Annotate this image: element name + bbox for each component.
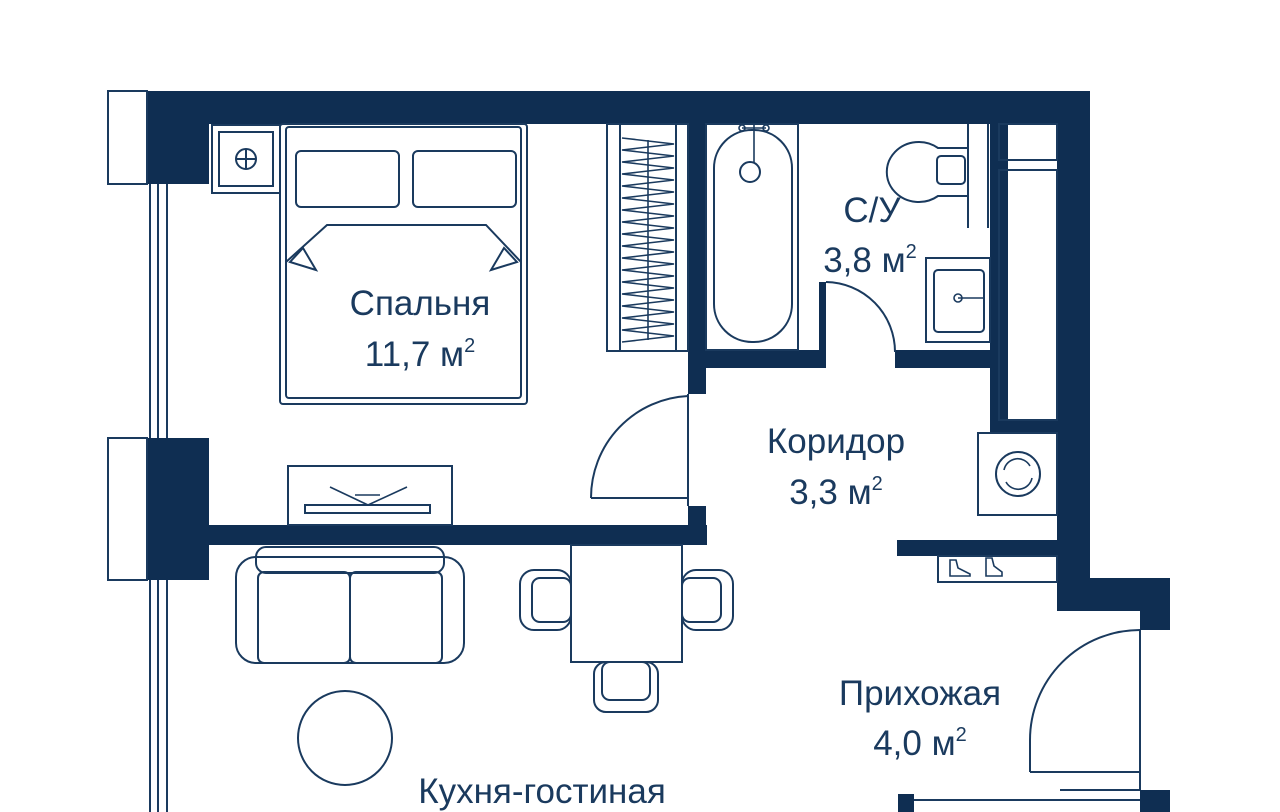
label-hallway: Прихожая 4,0 м2 — [839, 674, 1001, 763]
window-frame-middle — [107, 437, 148, 581]
shoes-icon — [937, 555, 1058, 583]
wall-closet-bottom — [990, 420, 1057, 432]
wall-corridor-left-lower — [688, 506, 706, 545]
sofa — [235, 546, 465, 664]
washing-machine-icon — [977, 432, 1058, 516]
room-area-bathroom: 3,8 м2 — [823, 241, 917, 280]
room-name-bathroom: С/У — [843, 191, 901, 230]
round-rug — [297, 690, 393, 786]
toilet — [885, 124, 989, 228]
wall-top — [147, 91, 1090, 124]
room-area-corridor: 3,3 м2 — [789, 473, 883, 512]
bathroom-door — [825, 281, 896, 353]
room-name-corridor: Коридор — [767, 422, 905, 461]
label-corridor: Коридор 3,3 м2 — [767, 422, 905, 512]
walls — [147, 91, 1170, 812]
wardrobe — [606, 123, 689, 352]
wall-right-entry-pier — [1140, 578, 1170, 630]
wall-right — [1057, 91, 1090, 611]
label-bathroom: С/У 3,8 м2 — [823, 191, 917, 280]
wall-left-upper-pier — [147, 91, 209, 184]
dining-table — [519, 544, 734, 713]
wall-bottom-mid — [898, 794, 914, 812]
wall-hall-partition — [897, 540, 1057, 556]
tv-stand — [287, 465, 453, 526]
wall-bath-bottom-left — [706, 350, 824, 368]
room-area-hallway: 4,0 м2 — [873, 724, 967, 763]
label-kitchen: Кухня-гостиная — [418, 772, 666, 811]
wall-corridor-left-upper — [688, 124, 706, 394]
wall-bottom-right — [1140, 790, 1170, 812]
room-name-kitchen: Кухня-гостиная — [418, 772, 666, 811]
entrance-door — [914, 629, 1141, 801]
double-bed — [279, 123, 528, 405]
closet — [998, 123, 1058, 421]
room-name-hallway: Прихожая — [839, 674, 1001, 713]
window-frames — [107, 90, 168, 812]
ventilation-icon — [211, 124, 281, 194]
wall-bath-partition — [819, 282, 826, 368]
wall-bath-bottom-right — [895, 350, 1008, 368]
bedroom-door — [589, 394, 689, 506]
room-name-bedroom: Спальня — [350, 284, 491, 323]
bathtub — [705, 123, 799, 351]
washbasin — [925, 257, 991, 343]
wall-left-middle-pier — [147, 438, 209, 580]
room-area-bedroom: 11,7 м2 — [365, 335, 475, 374]
label-bedroom: Спальня 11,7 м2 — [350, 284, 491, 374]
window-frame-top — [107, 90, 148, 185]
wall-bedroom-bottom — [209, 525, 707, 545]
